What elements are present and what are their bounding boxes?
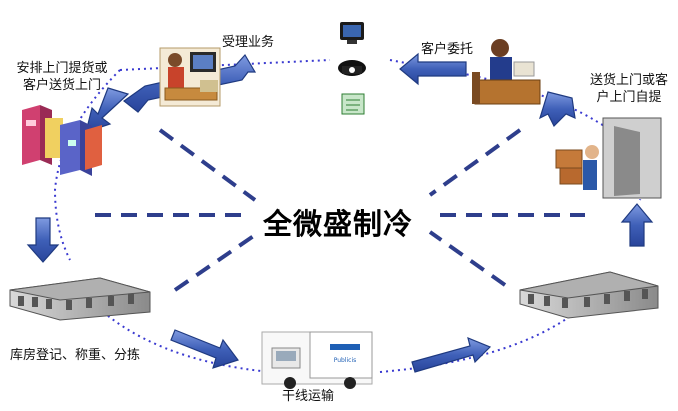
dashed-center-ring bbox=[95, 128, 585, 292]
label-arrange-pickup: 安排上门提货或 客户送货上门 bbox=[6, 60, 118, 94]
call-center-operator-illustration bbox=[159, 47, 221, 107]
warehouse-right-illustration bbox=[519, 271, 659, 319]
label-arrange-pickup-line2: 客户送货上门 bbox=[22, 78, 101, 93]
label-deliver: 送货上门或客 户上门自提 bbox=[580, 72, 678, 106]
label-accept-business: 受理业务 bbox=[222, 35, 275, 50]
label-warehouse-register: 库房登记、称重、分拣 bbox=[10, 348, 141, 363]
telephone-icon bbox=[338, 60, 366, 76]
arrow-truck-to-warehouse bbox=[411, 336, 492, 373]
delivery-man-door-illustration bbox=[555, 117, 662, 199]
arrow-commission-to-accept bbox=[399, 52, 467, 86]
document-icon bbox=[341, 93, 365, 115]
monitor-icon bbox=[340, 22, 364, 44]
center-company-title: 全微盛制冷 bbox=[262, 207, 413, 241]
arrow-right-up bbox=[620, 203, 654, 247]
label-arrange-pickup-line1: 安排上门提货或 bbox=[16, 61, 108, 76]
truck-brand-text: Publicis bbox=[334, 357, 357, 364]
label-customer-commission: 客户委托 bbox=[421, 42, 474, 57]
arrow-deliver-up-right bbox=[539, 91, 576, 128]
label-deliver-line2: 户上门自提 bbox=[596, 90, 662, 105]
arrow-pickup-down bbox=[85, 87, 130, 133]
truck-illustration bbox=[261, 331, 373, 389]
label-deliver-line1: 送货上门或客 bbox=[589, 73, 668, 88]
arrow-left-down bbox=[26, 217, 60, 263]
warehouse-left-illustration bbox=[9, 277, 151, 321]
dotted-flow-loop bbox=[53, 59, 643, 373]
businessman-desk-illustration bbox=[472, 39, 541, 105]
label-trunk-transport: 干线运输 bbox=[282, 389, 335, 404]
office-buildings-illustration bbox=[22, 105, 102, 176]
arrow-warehouse-to-truck bbox=[170, 329, 239, 369]
